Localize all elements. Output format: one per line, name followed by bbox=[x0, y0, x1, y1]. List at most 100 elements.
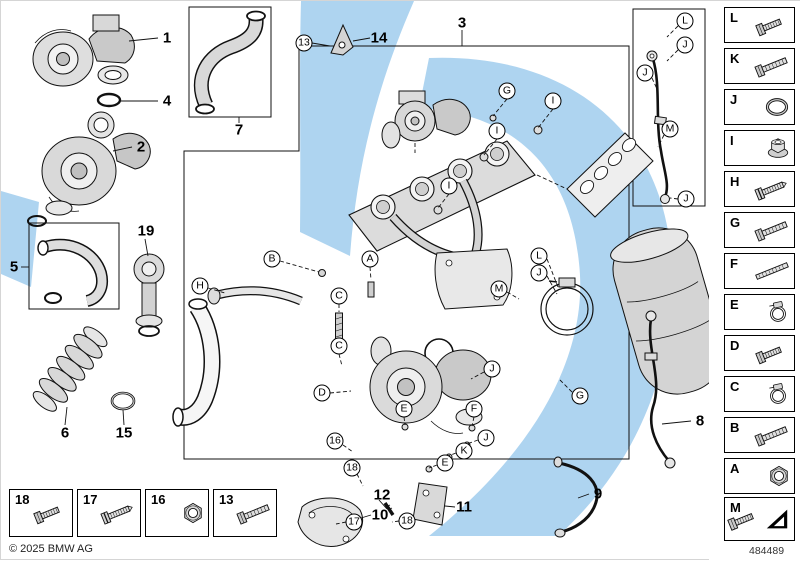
screw-icon bbox=[98, 497, 138, 528]
part-coolant-hose-9 bbox=[553, 456, 599, 538]
leader-lines-dashed bbox=[207, 25, 679, 525]
part-turbocharger-small bbox=[381, 90, 471, 149]
legend-box-label: K bbox=[730, 51, 740, 66]
callout-17-28[interactable]: 17 bbox=[345, 513, 363, 531]
bolt-icon bbox=[30, 497, 70, 528]
callout-18-27[interactable]: 18 bbox=[343, 459, 361, 477]
copyright-text: © 2025 BMW AG bbox=[9, 543, 93, 555]
callout-m-8[interactable]: M bbox=[661, 120, 679, 138]
part-number-2[interactable]: 2 bbox=[136, 138, 146, 156]
callout-e-25[interactable]: E bbox=[436, 454, 454, 472]
leader-lines bbox=[21, 30, 692, 519]
callout-k-24[interactable]: K bbox=[455, 442, 473, 460]
callout-j-9[interactable]: J bbox=[677, 190, 695, 208]
part-number-12[interactable]: 12 bbox=[373, 486, 391, 504]
legend-box-label: L bbox=[730, 10, 738, 25]
part-turbocharger-1 bbox=[32, 14, 135, 87]
callout-c-13[interactable]: C bbox=[330, 287, 348, 305]
part-number-1[interactable]: 1 bbox=[162, 29, 172, 47]
callout-j-18[interactable]: J bbox=[483, 360, 501, 378]
callout-16-26[interactable]: 16 bbox=[326, 432, 344, 450]
part-number-15[interactable]: 15 bbox=[115, 424, 133, 442]
legend-box-d[interactable]: D bbox=[724, 335, 795, 371]
callout-a-11[interactable]: A bbox=[361, 250, 379, 268]
legend-box-13[interactable]: 13 bbox=[213, 489, 277, 537]
callout-j-5[interactable]: J bbox=[636, 64, 654, 82]
legend-box-f[interactable]: F bbox=[724, 253, 795, 289]
legend-box-a[interactable]: A bbox=[724, 458, 795, 494]
legend-box-h[interactable]: H bbox=[724, 171, 795, 207]
legend-box-17[interactable]: 17 bbox=[77, 489, 141, 537]
part-o-ring-4 bbox=[96, 92, 122, 108]
part-number-6[interactable]: 6 bbox=[60, 424, 70, 442]
legend-box-label: I bbox=[730, 133, 734, 148]
part-water-flange-19 bbox=[133, 253, 165, 337]
callout-i-4[interactable]: I bbox=[440, 177, 458, 195]
part-number-14[interactable]: 14 bbox=[370, 29, 388, 47]
legend-box-label: 16 bbox=[151, 492, 166, 507]
part-manifold-gasket bbox=[566, 132, 654, 218]
callout-18-29[interactable]: 18 bbox=[398, 512, 416, 530]
callout-g-20[interactable]: G bbox=[571, 387, 589, 405]
part-heat-shield-plate bbox=[434, 248, 513, 310]
callout-13-0[interactable]: 13 bbox=[295, 34, 313, 52]
callout-e-21[interactable]: E bbox=[395, 400, 413, 418]
callout-g-1[interactable]: G bbox=[498, 82, 516, 100]
callout-j-7[interactable]: J bbox=[676, 36, 694, 54]
legend-box-c[interactable]: C bbox=[724, 376, 795, 412]
legend-box-e[interactable]: E bbox=[724, 294, 795, 330]
callout-d-19[interactable]: D bbox=[313, 384, 331, 402]
callout-i-2[interactable]: I bbox=[544, 92, 562, 110]
part-number-8[interactable]: 8 bbox=[695, 412, 705, 430]
part-number-9[interactable]: 9 bbox=[593, 485, 603, 503]
callout-f-22[interactable]: F bbox=[465, 400, 483, 418]
callout-j-15[interactable]: J bbox=[530, 264, 548, 282]
part-number-10[interactable]: 10 bbox=[371, 506, 389, 524]
callout-i-3[interactable]: I bbox=[488, 122, 506, 140]
legend-box-label: F bbox=[730, 256, 738, 271]
legend-box-i[interactable]: I bbox=[724, 130, 795, 166]
screw-icon bbox=[752, 173, 792, 204]
legend-box-18[interactable]: 18 bbox=[9, 489, 73, 537]
callout-j-23[interactable]: J bbox=[477, 429, 495, 447]
part-number-7[interactable]: 7 bbox=[234, 121, 244, 139]
part-oil-return-line-8 bbox=[644, 310, 676, 469]
part-heat-shield-10 bbox=[297, 497, 364, 547]
hose-clamp-icon bbox=[766, 301, 790, 323]
bolt-long-icon bbox=[752, 214, 792, 245]
callout-b-10[interactable]: B bbox=[263, 250, 281, 268]
part-number-5[interactable]: 5 bbox=[9, 258, 19, 276]
callout-c-17[interactable]: C bbox=[330, 337, 348, 355]
callout-l-14[interactable]: L bbox=[530, 247, 548, 265]
part-number-11[interactable]: 11 bbox=[456, 498, 472, 516]
callout-m-16[interactable]: M bbox=[490, 280, 508, 298]
seal-ring-icon bbox=[764, 97, 790, 117]
legend-box-m[interactable]: M bbox=[724, 497, 795, 541]
callout-l-6[interactable]: L bbox=[676, 12, 694, 30]
legend-box-l[interactable]: L bbox=[724, 7, 795, 43]
bolt-icon bbox=[752, 337, 792, 368]
part-bracket-14 bbox=[330, 23, 354, 56]
part-number-3[interactable]: 3 bbox=[457, 14, 467, 32]
legend-box-k[interactable]: K bbox=[724, 48, 795, 84]
legend-box-label: D bbox=[730, 338, 740, 353]
diagram-number: 484489 bbox=[749, 545, 785, 557]
group-boxes bbox=[28, 6, 706, 460]
legend-box-b[interactable]: B bbox=[724, 417, 795, 453]
part-number-4[interactable]: 4 bbox=[162, 92, 172, 110]
legend-box-label: 18 bbox=[15, 492, 30, 507]
legend-box-g[interactable]: G bbox=[724, 212, 795, 248]
legend-box-label: B bbox=[730, 420, 740, 435]
callout-h-12[interactable]: H bbox=[191, 277, 209, 295]
part-turbocharger-2 bbox=[27, 111, 151, 227]
part-number-19[interactable]: 19 bbox=[137, 222, 155, 240]
part-hose-7 bbox=[193, 10, 266, 115]
legend-box-label: E bbox=[730, 297, 739, 312]
legend-box-16[interactable]: 16 bbox=[145, 489, 209, 537]
legend-box-label: C bbox=[730, 379, 740, 394]
legend-box-j[interactable]: J bbox=[724, 89, 795, 125]
